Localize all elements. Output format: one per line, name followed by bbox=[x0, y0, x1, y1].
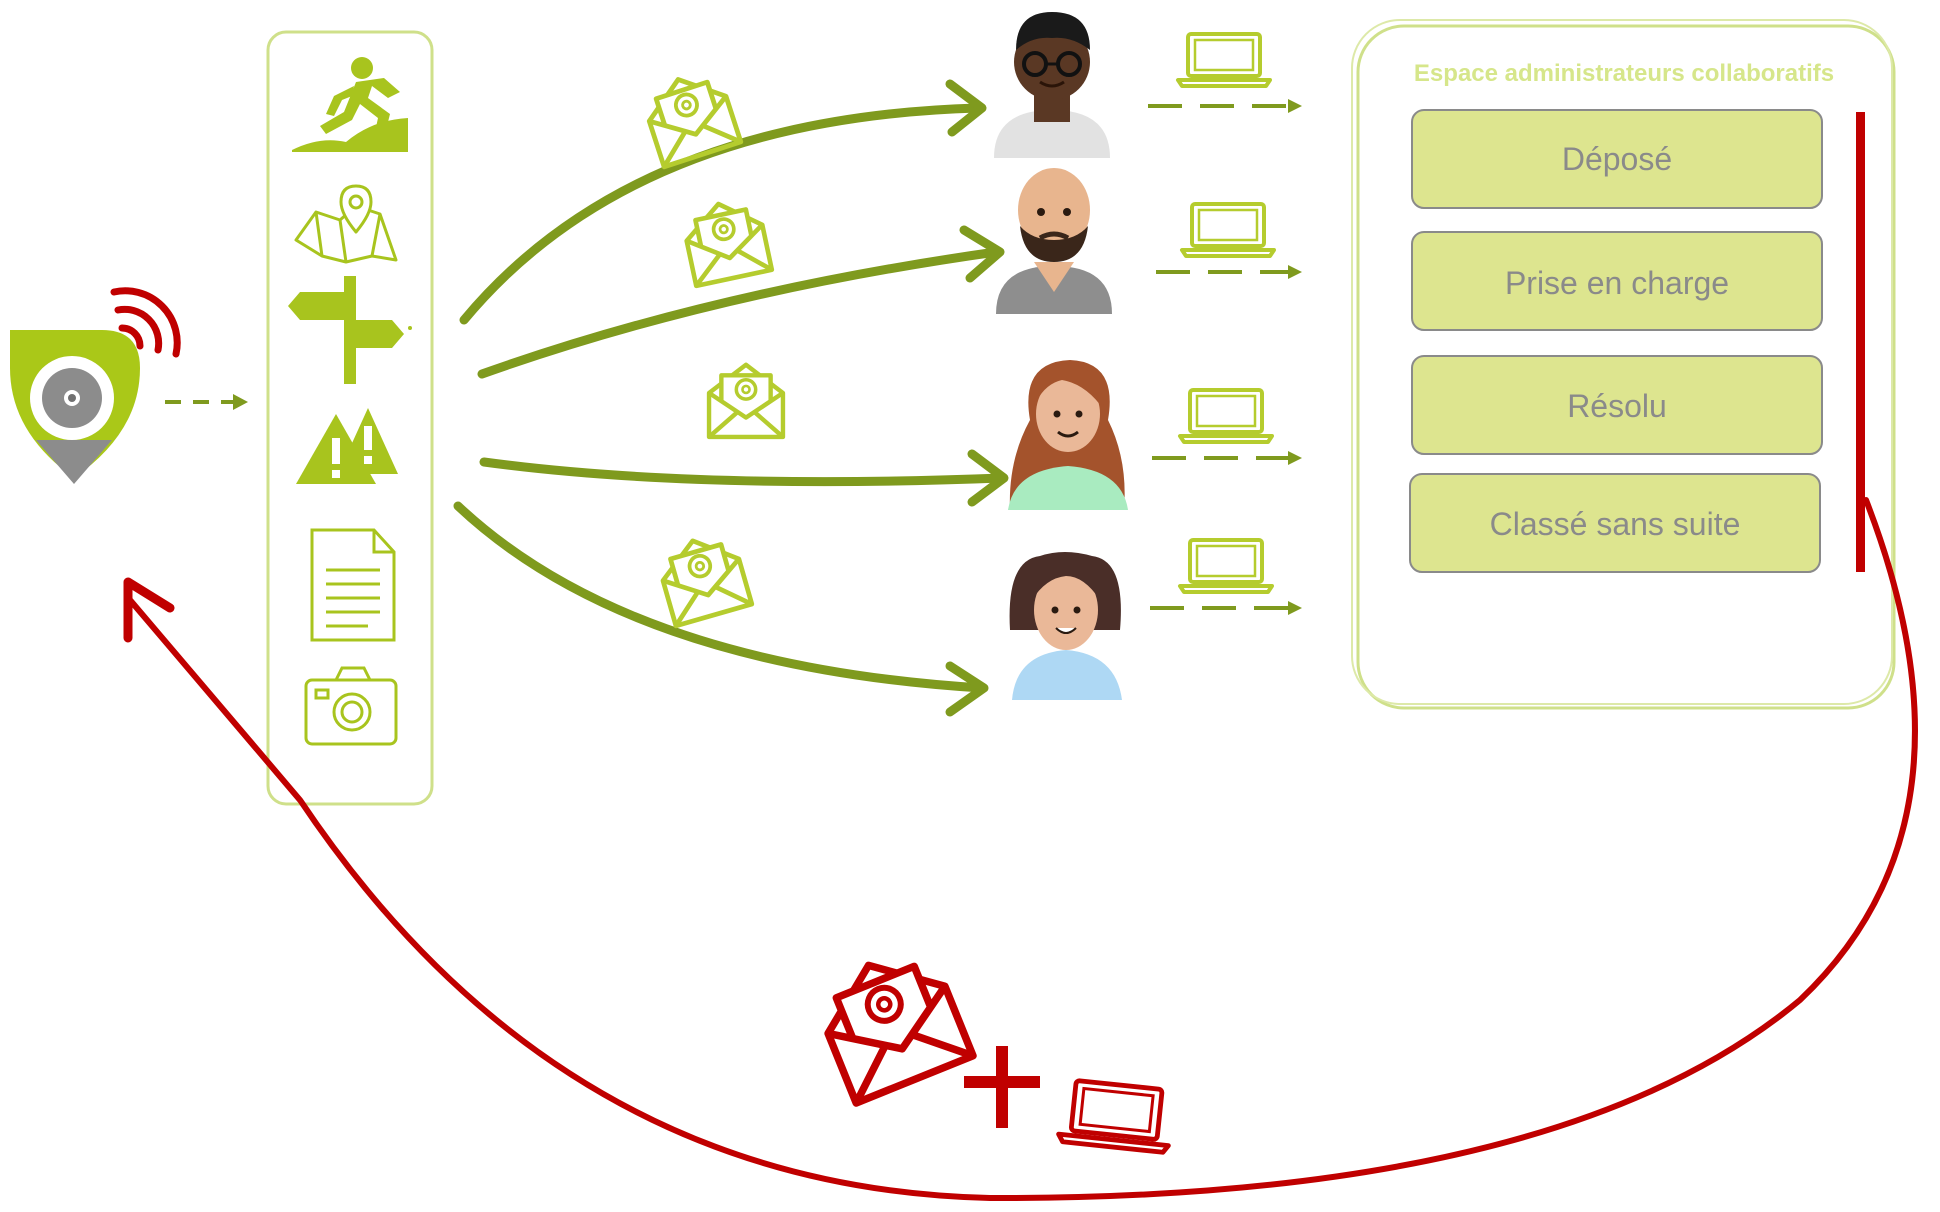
dispatch-arrow-3 bbox=[479, 457, 1007, 487]
location-pin-eye-logo bbox=[10, 287, 181, 484]
status-box-closed: Classé sans suite bbox=[1409, 473, 1821, 573]
recipient-laptops bbox=[1176, 32, 1276, 594]
signpost-icon bbox=[288, 276, 412, 384]
status-box-deposited: Déposé bbox=[1411, 109, 1823, 209]
dispatch-arrow-4 bbox=[453, 501, 987, 693]
dispatch-arrow-1-head bbox=[945, 79, 987, 137]
running-person-icon bbox=[292, 57, 408, 152]
laptop-icon bbox=[1176, 32, 1272, 88]
report-type-panel bbox=[266, 30, 434, 806]
laptop-icon bbox=[1178, 388, 1274, 444]
laptop-icon bbox=[1178, 538, 1274, 594]
bald-bearded-man-avatar bbox=[996, 168, 1112, 314]
envelope-icon bbox=[681, 196, 772, 286]
status-label: Déposé bbox=[1562, 141, 1672, 177]
admin-space-title: Espace administrateurs collaboratifs bbox=[1414, 60, 1834, 87]
dispatch-arrows bbox=[453, 79, 1009, 717]
warning-signs-icon bbox=[296, 408, 398, 484]
laptop-arrow-heads bbox=[1288, 99, 1302, 615]
document-icon bbox=[310, 528, 396, 642]
dispatch-arrow-1 bbox=[459, 103, 983, 325]
status-box-resolved: Résolu bbox=[1411, 355, 1823, 455]
signal-waves-icon bbox=[110, 287, 181, 358]
status-box-in-progress: Prise en charge bbox=[1411, 231, 1823, 331]
feedback-arrow bbox=[123, 497, 1918, 1202]
logo-to-panel-arrow bbox=[165, 394, 248, 410]
dispatch-arrow-2-head bbox=[959, 225, 1005, 283]
map-pin-icon bbox=[294, 184, 398, 264]
red-haired-woman-avatar bbox=[1008, 360, 1128, 510]
envelope-icon bbox=[709, 365, 783, 437]
status-marker-bar bbox=[1856, 112, 1865, 572]
status-label: Classé sans suite bbox=[1490, 506, 1741, 542]
status-label: Résolu bbox=[1567, 388, 1667, 424]
plus-icon bbox=[964, 1046, 1040, 1128]
dispatch-arrow-2 bbox=[477, 247, 1001, 379]
laptop-icon bbox=[1058, 1079, 1174, 1153]
status-list: Déposé Prise en charge Résolu Classé san… bbox=[1409, 109, 1823, 573]
laptop-icon bbox=[1180, 202, 1276, 258]
envelope-icon bbox=[810, 942, 973, 1103]
laptop-to-admin-arrows bbox=[1148, 104, 1290, 610]
dark-haired-woman-avatar bbox=[1009, 552, 1122, 700]
man-glasses-avatar bbox=[994, 12, 1110, 158]
status-label: Prise en charge bbox=[1505, 265, 1729, 301]
dispatch-arrow-3-head bbox=[967, 449, 1009, 507]
camera-icon bbox=[304, 666, 398, 746]
dispatch-arrow-4-head bbox=[945, 661, 989, 717]
envelope-icon bbox=[655, 530, 752, 626]
